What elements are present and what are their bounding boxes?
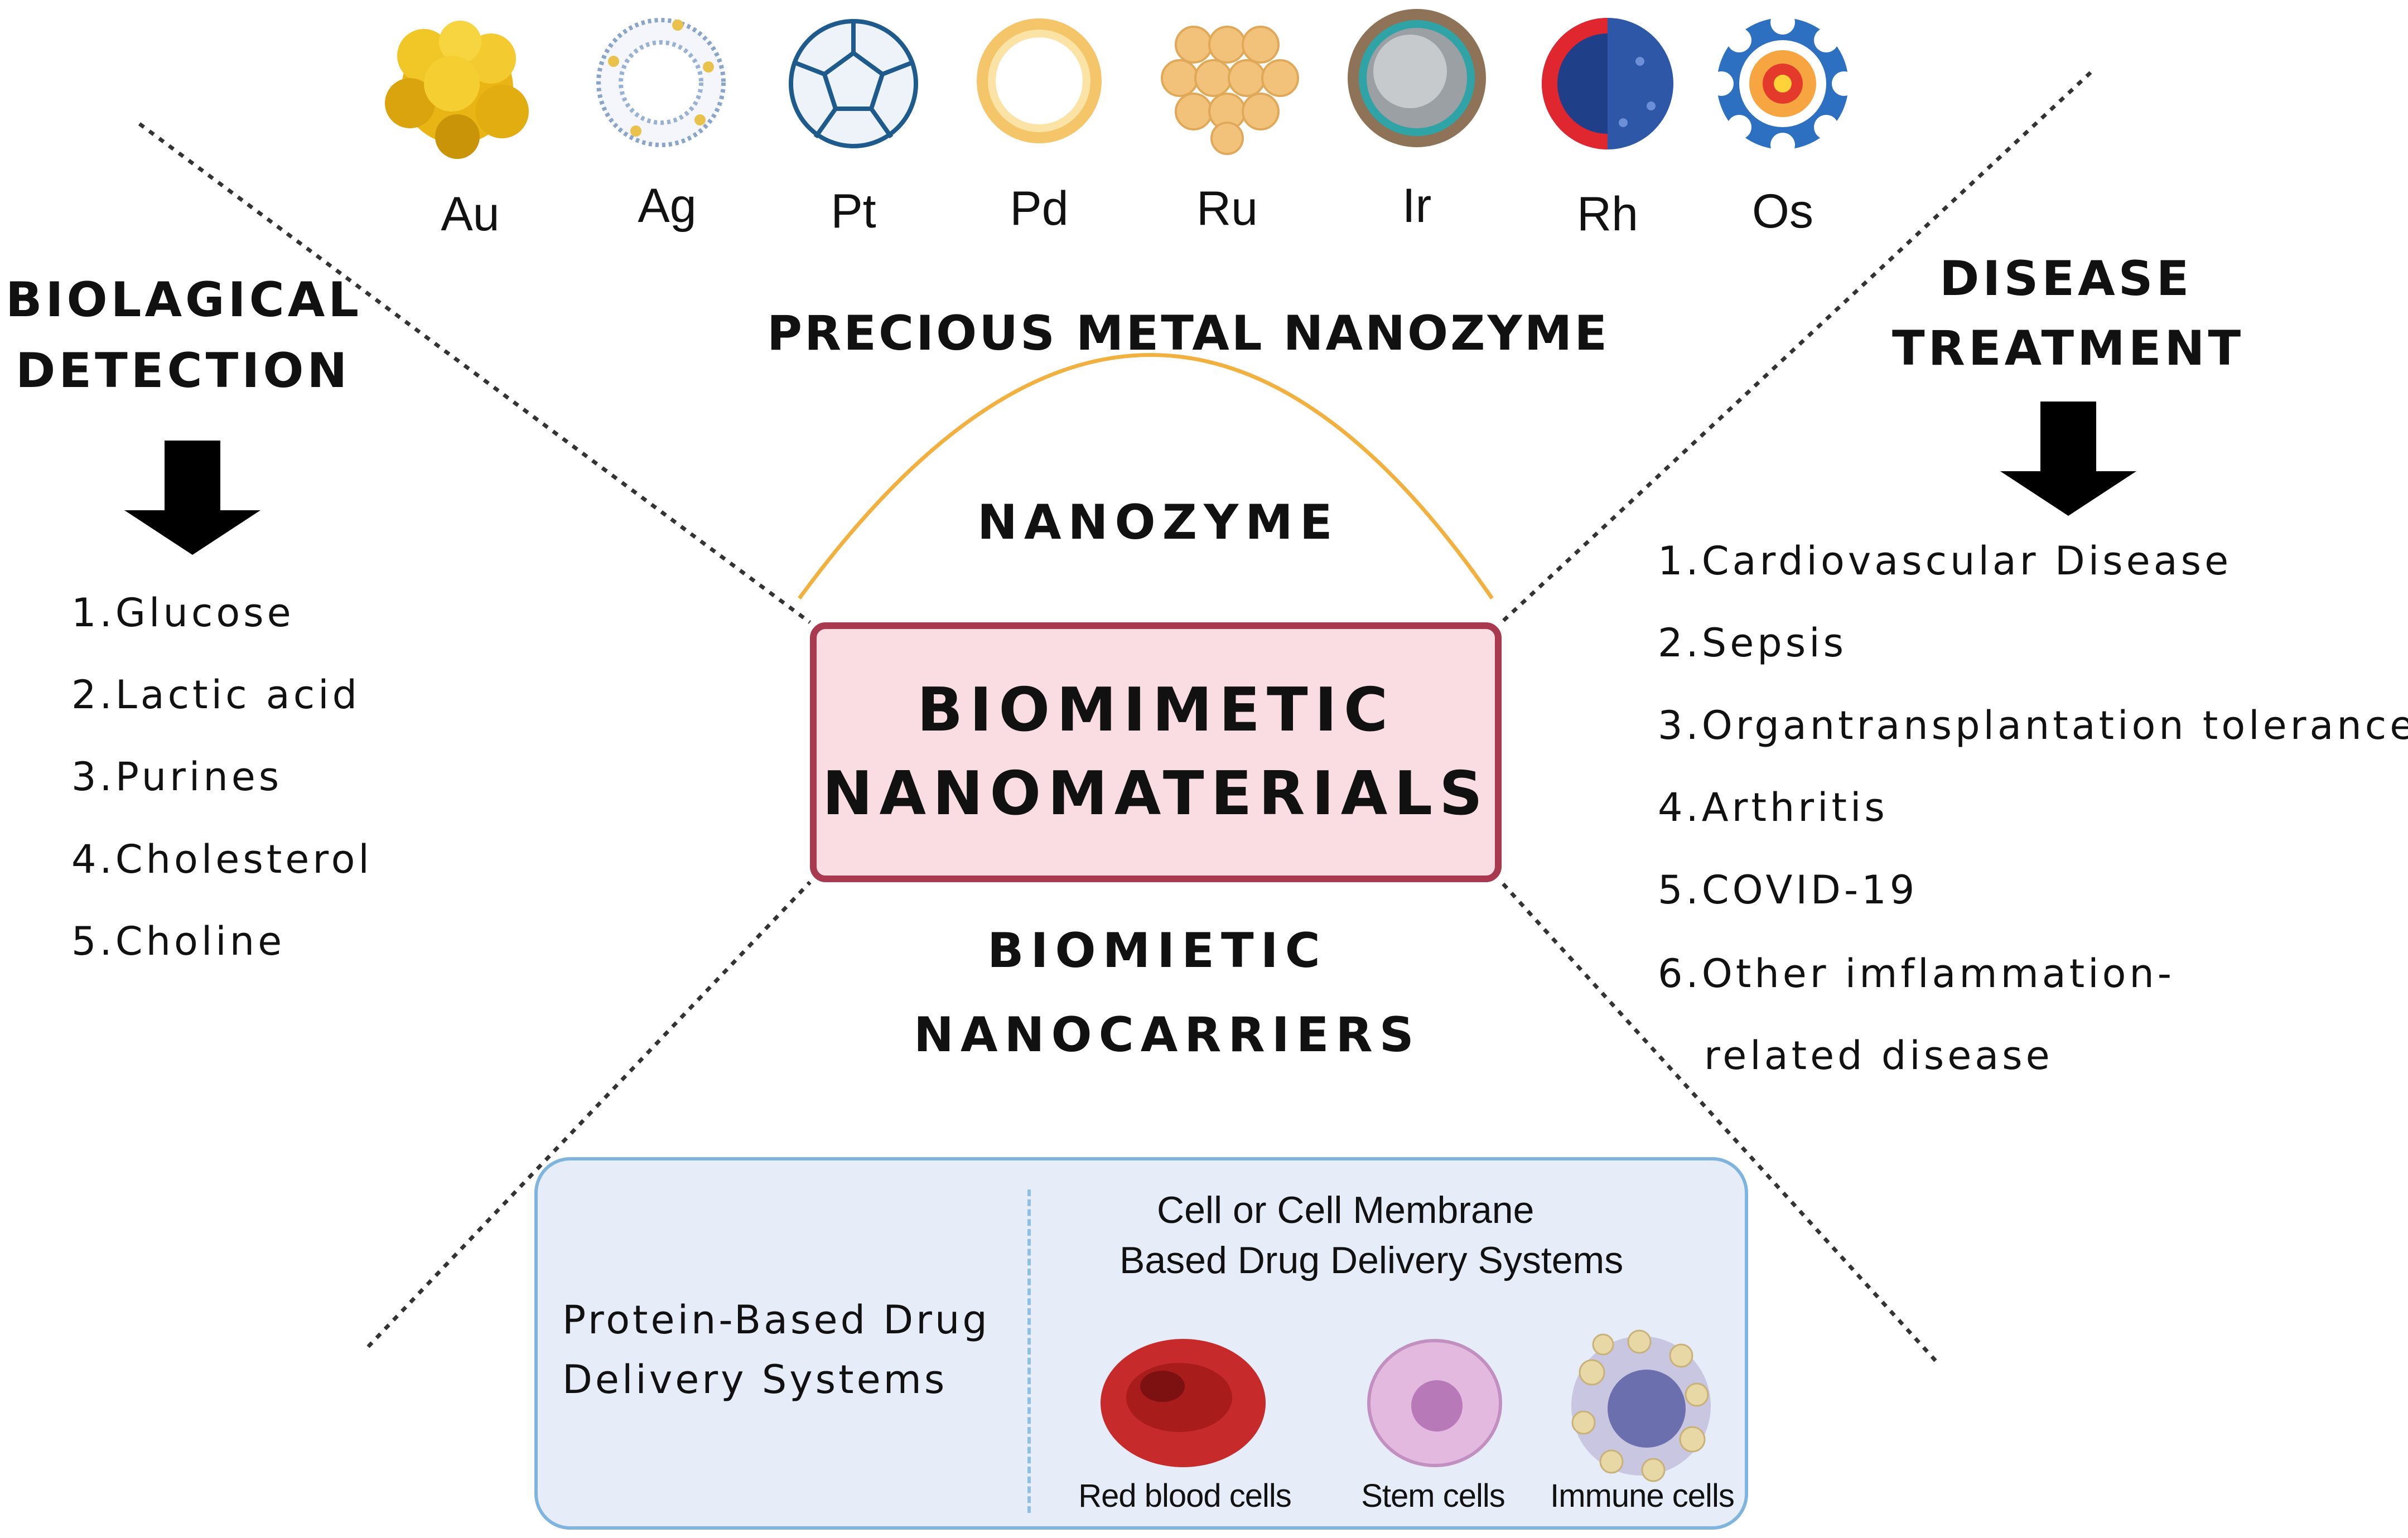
biomimetic-nanomaterials-box: BIOMIMETIC NANOMATERIALS [810, 622, 1502, 882]
red-blood-cell-icon [1101, 1339, 1266, 1467]
treatment-heading-line1: DISEASE [1939, 251, 2193, 307]
dotted-line-bottom-right [1500, 881, 1937, 1362]
carrier-divider [1027, 1189, 1031, 1513]
cell-illustrations [1101, 1329, 1711, 1482]
detection-heading-line2: DETECTION [16, 343, 351, 399]
ruthenium-cluster-icon [1161, 26, 1299, 155]
dotted-line-bottom-left [366, 881, 812, 1348]
detection-heading-line1: BIOLAGICAL [6, 272, 363, 328]
center-title-line1: BIOMIMETIC [916, 675, 1395, 745]
stem-cell-icon [1367, 1339, 1502, 1467]
detection-item: 5.Choline [71, 918, 286, 964]
precious-metal-heading: PRECIOUS METAL NANOZYME [767, 306, 1610, 361]
center-title-line2: NANOMATERIALS [822, 759, 1489, 829]
treatment-item-continued: related disease [1704, 1033, 2053, 1078]
treatment-item: 2.Sepsis [1658, 620, 1847, 666]
gold-nanoparticle-icon [385, 21, 529, 159]
metal-label-pd: Pd [1010, 182, 1069, 235]
metal-label-ag: Ag [638, 179, 697, 233]
immune-cell-icon [1571, 1329, 1711, 1482]
iridium-coreshell-icon [1348, 9, 1486, 147]
rhodium-sphere-icon [1542, 18, 1673, 149]
metal-label-pt: Pt [831, 185, 876, 238]
detection-item: 1.Glucose [71, 590, 295, 636]
nanocarriers-line1: BIOMIETIC [987, 923, 1327, 979]
cell-delivery-title-line2: Based Drug Delivery Systems [1119, 1239, 1624, 1281]
treatment-item: 1.Cardiovascular Disease [1658, 538, 2232, 584]
metal-label-rh: Rh [1577, 187, 1638, 241]
treatment-down-arrow-icon [2000, 402, 2136, 516]
platinum-fullerene-icon [789, 19, 918, 148]
drug-delivery-systems-box: Protein-Based Drug Delivery Systems Cell… [534, 1157, 1748, 1530]
treatment-item: 6.Other imflammation- [1658, 951, 2175, 997]
metal-label-ru: Ru [1196, 182, 1258, 235]
detection-down-arrow-icon [124, 441, 260, 555]
treatment-item: 3.Organtransplantation tolerance [1658, 703, 2408, 748]
treatment-item: 4.Arthritis [1658, 785, 1888, 830]
palladium-ring-icon [977, 18, 1102, 143]
detection-item: 2.Lactic acid [71, 672, 361, 718]
detection-item: 4.Cholesterol [71, 836, 373, 882]
protein-delivery-line1: Protein-Based Drug [562, 1297, 990, 1343]
treatment-heading-line2: TREATMENT [1892, 321, 2245, 376]
nanocarriers-line2: NANOCARRIERS [914, 1007, 1421, 1063]
metal-label-ir: Ir [1402, 179, 1432, 233]
treatment-item: 5.COVID-19 [1658, 867, 1918, 913]
cell-label-immune: Immune cells [1550, 1478, 1735, 1514]
osmium-spiked-icon [1709, 10, 1856, 157]
metal-label-os: Os [1752, 185, 1813, 238]
detection-item: 3.Purines [71, 754, 283, 800]
silver-liposome-icon [596, 18, 726, 147]
nanozyme-arc [798, 353, 1494, 600]
dotted-line-top-left [138, 122, 812, 624]
nanozyme-label: NANOZYME [977, 495, 1339, 550]
cell-label-red-blood: Red blood cells [1078, 1478, 1292, 1514]
protein-delivery-line2: Delivery Systems [562, 1357, 948, 1402]
metal-label-au: Au [441, 187, 500, 241]
cell-label-stem: Stem cells [1361, 1478, 1505, 1514]
cell-delivery-title-line1: Cell or Cell Membrane [1157, 1189, 1534, 1231]
